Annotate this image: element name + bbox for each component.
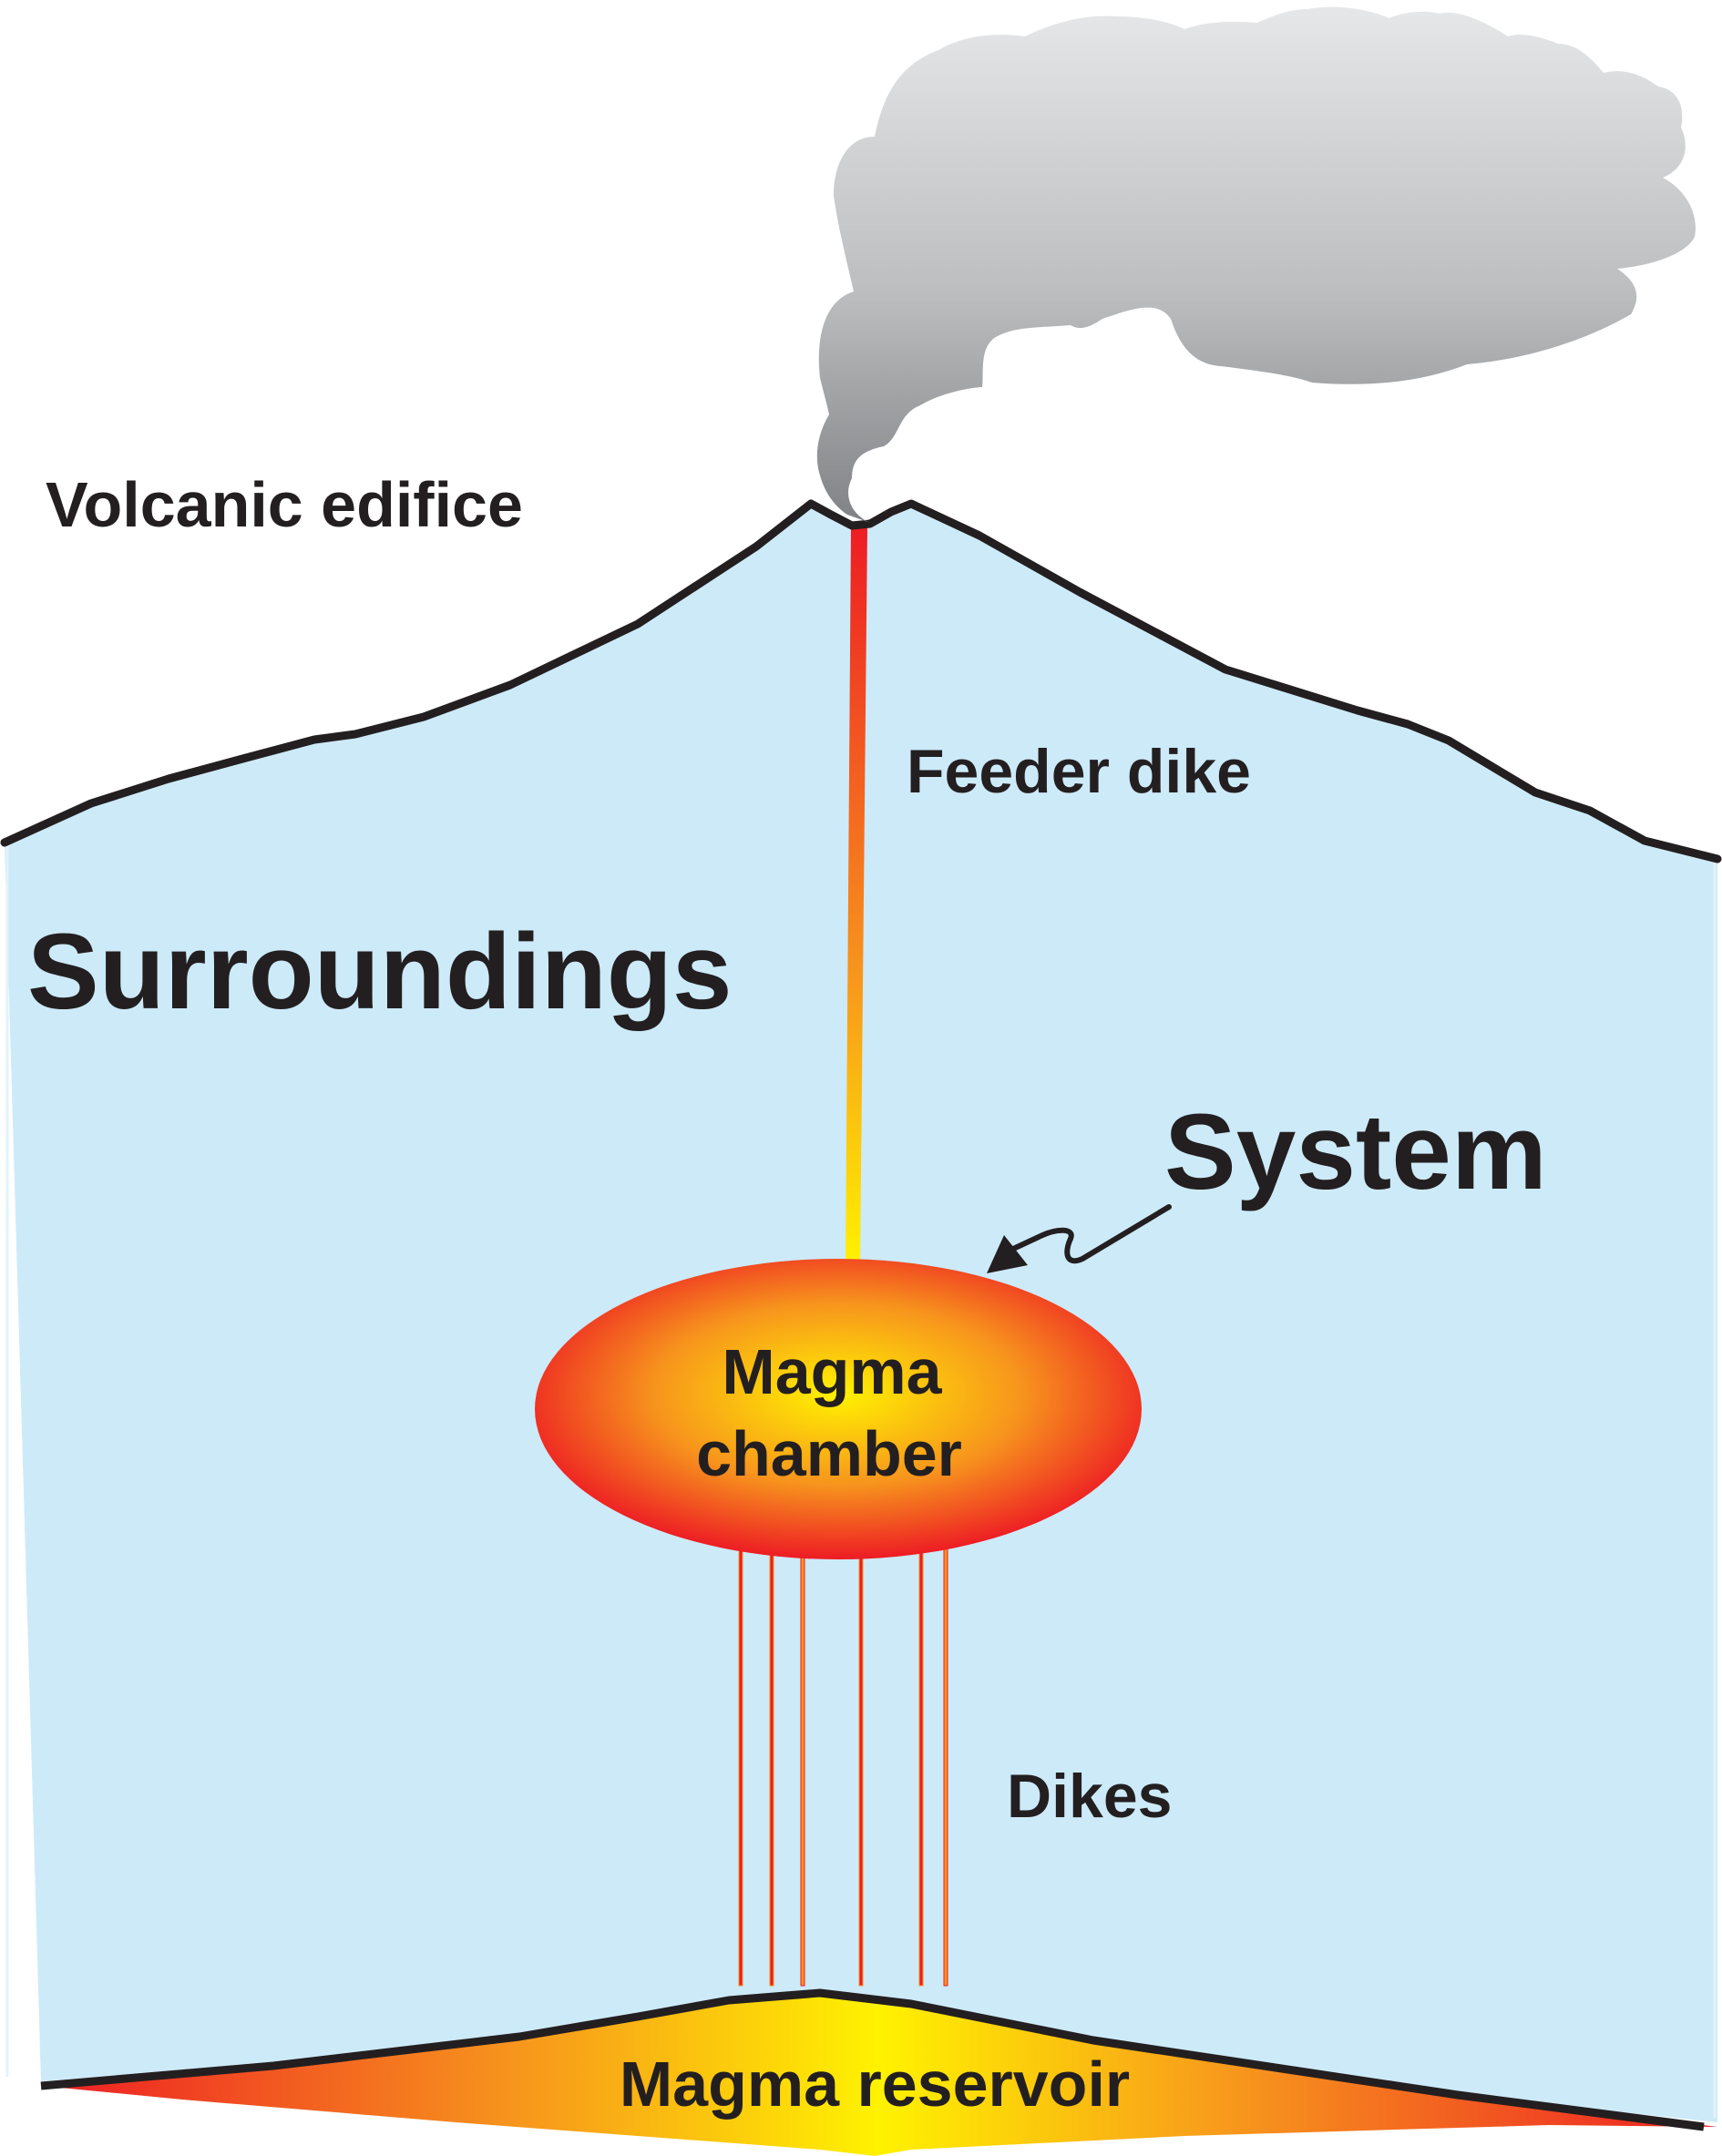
- label-dikes: Dikes: [1007, 1762, 1172, 1831]
- label-surroundings: Surroundings: [27, 912, 733, 1032]
- magma-reservoir-roof: [40, 1988, 1705, 2131]
- dike: [769, 1548, 774, 1987]
- label-system: System: [1164, 1092, 1547, 1212]
- label-volcanic-edifice: Volcanic edifice: [46, 469, 523, 540]
- dike: [738, 1543, 743, 1987]
- label-feeder-dike: Feeder dike: [907, 737, 1251, 806]
- feeder-dike: [846, 526, 867, 1266]
- system-arrow-head: [987, 1235, 1028, 1273]
- magma-chamber: [535, 1259, 1142, 1559]
- system-arrow-line: [1009, 1204, 1172, 1264]
- label-magma-chamber-line1: Magma: [722, 1336, 942, 1407]
- dike: [918, 1548, 924, 1987]
- dike: [858, 1552, 864, 1987]
- volcano-surface-outline: [0, 499, 1722, 863]
- crust-side-edges: [5, 845, 1717, 2118]
- label-magma-chamber-line2: chamber: [696, 1418, 962, 1489]
- dike: [800, 1552, 805, 1987]
- magma-reservoir-body: [41, 1995, 1717, 2156]
- label-magma-reservoir: Magma reservoir: [620, 2049, 1130, 2120]
- dike: [943, 1543, 948, 1987]
- eruption-plume: [816, 6, 1696, 523]
